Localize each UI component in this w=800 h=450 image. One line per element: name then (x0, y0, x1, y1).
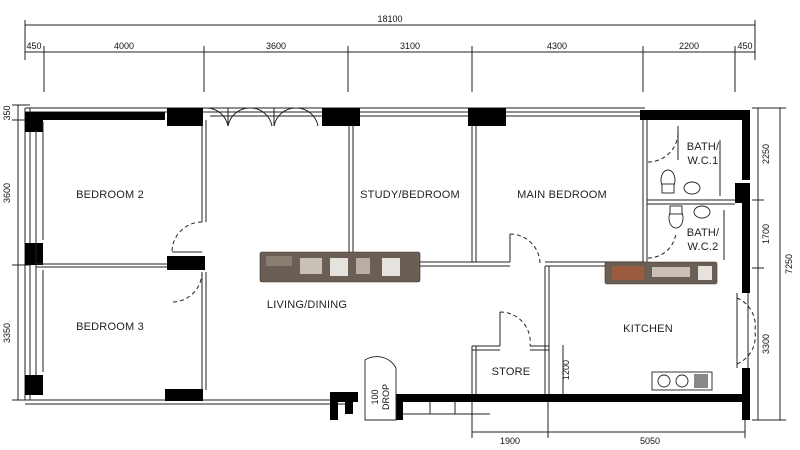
dim-top-4: 3100 (400, 41, 420, 51)
room-label-main-bedroom: MAIN BEDROOM (517, 189, 607, 201)
room-label-bath-wc-2-line2: W.C.2 (688, 241, 719, 253)
sink-icon (683, 181, 701, 195)
dim-right-2: 1700 (761, 224, 771, 244)
dim-overall-width: 18100 (377, 14, 402, 24)
dim-top-2: 4000 (114, 41, 134, 51)
refuse-chute-label-line1: 100 (370, 389, 380, 404)
dim-top-5: 4300 (547, 41, 567, 51)
dim-left-2: 3600 (2, 183, 12, 203)
bathroom-fixtures (660, 140, 725, 260)
windows (42, 115, 640, 372)
room-label-bath-wc-2-line1: BATH/ (687, 227, 720, 239)
living-furniture (259, 251, 421, 283)
dim-left-3: 3350 (2, 323, 12, 343)
room-label-living-dining: LIVING/DINING (267, 299, 347, 311)
dim-top-7: 450 (737, 41, 752, 51)
outer-walls (24, 107, 750, 420)
dim-bottom-2: 5050 (640, 436, 660, 446)
room-label-bath-wc-1-line1: BATH/ (687, 141, 720, 153)
room-labels: BEDROOM 2 BEDROOM 3 STUDY/BEDROOM MAIN B… (76, 141, 720, 410)
sink-icon (693, 205, 711, 219)
kitchen-furniture (604, 261, 718, 391)
room-label-bedroom-3: BEDROOM 3 (76, 321, 144, 333)
dimension-lines (12, 20, 786, 438)
room-label-study-bedroom: STUDY/BEDROOM (360, 189, 460, 201)
dim-left-1: 350 (2, 105, 12, 120)
room-label-bedroom-2: BEDROOM 2 (76, 189, 144, 201)
dim-right-1: 2250 (761, 144, 771, 164)
dim-top-3: 3600 (266, 41, 286, 51)
room-label-bath-wc-1-line2: W.C.1 (688, 155, 719, 167)
room-label-store: STORE (492, 366, 531, 378)
dim-top-6: 2200 (679, 41, 699, 51)
refuse-chute-label-line2: DROP (381, 384, 391, 410)
dim-store-height: 1200 (561, 360, 571, 380)
dim-right-3: 3300 (761, 334, 771, 354)
dim-bottom-1: 1900 (500, 436, 520, 446)
room-label-kitchen: KITCHEN (623, 323, 673, 335)
doors (171, 107, 756, 421)
dimension-labels: 18100 450 4000 3600 3100 4300 2200 450 3… (2, 14, 794, 446)
dim-top-1: 450 (26, 41, 41, 51)
dim-right-overall: 7250 (784, 254, 794, 274)
